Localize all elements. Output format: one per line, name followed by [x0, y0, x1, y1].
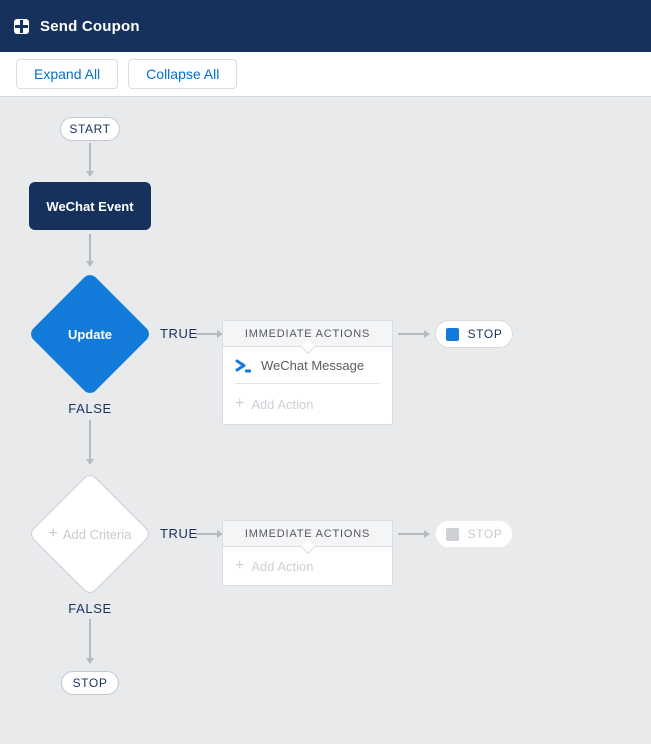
- collapse-all-button[interactable]: Collapse All: [128, 59, 238, 89]
- action-item-wechat-message[interactable]: WeChat Message: [223, 347, 392, 383]
- stop-label-3: STOP: [72, 676, 108, 690]
- immediate-actions-header-1: IMMEDIATE ACTIONS: [223, 321, 392, 355]
- false-label-2: FALSE: [68, 601, 112, 616]
- true-label-1: TRUE: [160, 326, 198, 341]
- flow-canvas: START WeChat Event Update TRUE FALSE IMM…: [0, 97, 651, 744]
- false-label-1: FALSE: [68, 401, 112, 416]
- immediate-actions-box-1: IMMEDIATE ACTIONS WeChat Message + Add A…: [222, 320, 393, 425]
- connector-arrow-false2: [85, 619, 95, 664]
- stop-square-icon: [445, 327, 459, 341]
- stop-label-2: STOP: [467, 527, 503, 541]
- immediate-actions-title-2: IMMEDIATE ACTIONS: [244, 527, 371, 540]
- plus-icon: +: [235, 557, 245, 574]
- connector-arrow-actions2-stop: [398, 529, 430, 539]
- immediate-actions-header-2: IMMEDIATE ACTIONS: [223, 521, 392, 555]
- page-title: Send Coupon: [40, 17, 140, 35]
- add-action-button-2[interactable]: + Add Action: [223, 547, 392, 585]
- decision2-label: Add Criteria: [62, 526, 132, 542]
- connector-arrow-true2: [196, 529, 223, 539]
- add-action-label-1: Add Action: [251, 396, 314, 412]
- connector-arrow-false1: [85, 420, 95, 465]
- stop-node-end: STOP: [61, 671, 119, 695]
- plus-icon: +: [235, 395, 245, 412]
- connector-arrow-trigger-decision1: [85, 234, 95, 267]
- toolbar: Expand All Collapse All: [0, 52, 651, 97]
- stop-square-icon: [445, 527, 459, 541]
- decision1-label: Update: [67, 326, 113, 342]
- plus-icon: +: [48, 525, 58, 542]
- expand-all-button[interactable]: Expand All: [16, 59, 119, 89]
- prompt-icon: [235, 358, 252, 373]
- app-header: Send Coupon: [0, 0, 651, 52]
- trigger-label: WeChat Event: [46, 198, 134, 214]
- start-label: START: [69, 122, 111, 136]
- decision-node-add-criteria[interactable]: + Add Criteria: [27, 471, 153, 597]
- process-builder-icon: [14, 18, 29, 34]
- trigger-node-wechat-event[interactable]: WeChat Event: [29, 182, 151, 230]
- stop-node-1: STOP: [435, 320, 513, 348]
- immediate-actions-title-1: IMMEDIATE ACTIONS: [244, 327, 371, 340]
- start-node: START: [60, 117, 120, 141]
- connector-arrow-start-trigger: [85, 143, 95, 177]
- action-item-label: WeChat Message: [261, 358, 365, 373]
- decision-node-update[interactable]: Update: [27, 271, 153, 397]
- add-action-button-1[interactable]: + Add Action: [223, 384, 392, 424]
- connector-arrow-true1: [196, 329, 223, 339]
- action-divider: [235, 383, 380, 384]
- stop-label-1: STOP: [467, 327, 503, 341]
- immediate-actions-box-2: IMMEDIATE ACTIONS + Add Action: [222, 520, 393, 586]
- add-action-label-2: Add Action: [251, 558, 314, 574]
- true-label-2: TRUE: [160, 526, 198, 541]
- stop-node-2: STOP: [435, 520, 513, 548]
- connector-arrow-actions1-stop: [398, 329, 430, 339]
- add-criteria-button[interactable]: + Add Criteria: [49, 526, 132, 542]
